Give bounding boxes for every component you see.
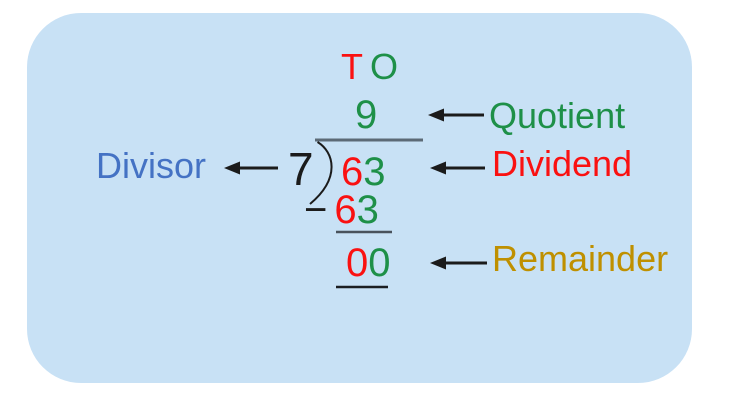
- tens-place-label: T: [341, 46, 363, 87]
- remainder-ones-digit: 0: [368, 241, 391, 285]
- minus-sign: −: [304, 188, 328, 232]
- ones-place-label: O: [370, 46, 399, 87]
- dividend-digits: 6 3: [341, 152, 386, 192]
- place-value-header: T O: [341, 49, 398, 85]
- remainder-label: Remainder: [492, 238, 669, 279]
- dividend-tens-digit: 6: [341, 150, 364, 194]
- panel-background: [27, 13, 692, 383]
- remainder-tens-digit: 0: [346, 241, 369, 285]
- dividend-label: Dividend: [492, 143, 633, 184]
- dividend-ones-digit: 3: [363, 150, 386, 194]
- quotient-digit: 9: [355, 93, 378, 137]
- divisor-label: Divisor: [96, 145, 207, 186]
- subtrahend-ones-digit: 3: [356, 188, 379, 232]
- quotient-label: Quotient: [489, 95, 626, 136]
- remainder-digits: 0 0: [346, 243, 391, 283]
- subtrahend-tens-digit: 6: [334, 188, 357, 232]
- subtraction-row: − 6 3: [304, 190, 379, 230]
- divisor-digit: 7: [288, 143, 314, 195]
